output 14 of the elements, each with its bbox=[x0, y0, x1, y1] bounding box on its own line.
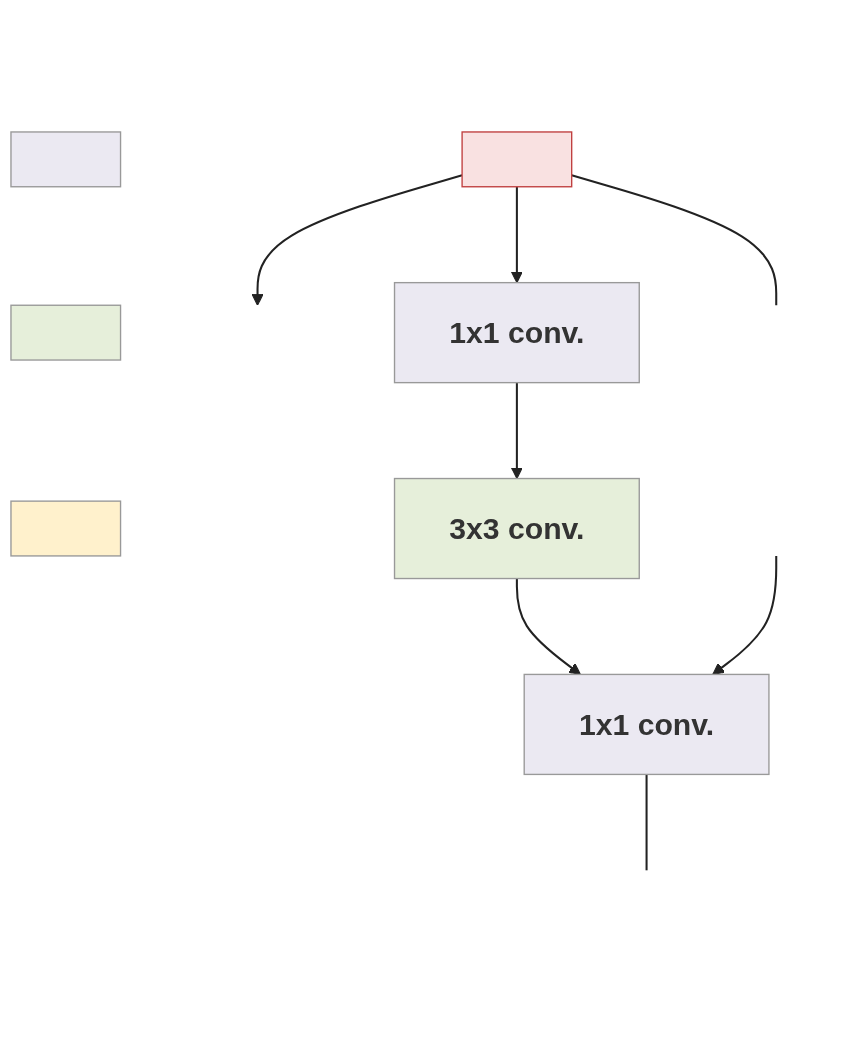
arrow bbox=[712, 555, 778, 675]
arrow bbox=[515, 578, 581, 675]
arrow bbox=[251, 174, 463, 306]
node-box bbox=[10, 304, 122, 361]
node-box bbox=[461, 131, 573, 188]
node-box: 1x1 conv. bbox=[523, 673, 770, 776]
node-box: 1x1 conv. bbox=[393, 281, 640, 384]
connector bbox=[571, 174, 778, 306]
node-box bbox=[10, 131, 122, 188]
arrow bbox=[510, 382, 523, 480]
node-box: 3x3 conv. bbox=[393, 477, 640, 580]
node-box bbox=[10, 500, 122, 557]
arrow bbox=[510, 186, 523, 284]
connector bbox=[645, 774, 648, 871]
